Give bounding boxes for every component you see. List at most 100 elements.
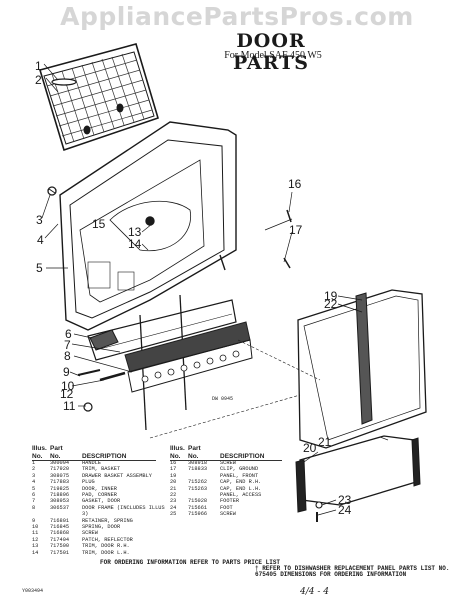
callout-20: 20 [303,441,317,455]
illus-number: 11 [32,530,39,537]
callout-15: 15 [92,217,106,231]
illus-number: 9 [32,517,36,524]
header-illus: Illus. [32,445,47,452]
callout-6: 6 [65,327,72,341]
illus-number: 5 [32,485,36,492]
table-header: Illus.Part [170,445,308,453]
ordering-footer: FOR ORDERING INFORMATION REFER TO PARTS … [100,559,281,566]
illus-number: 24 [170,504,177,511]
table-row: 9 716801 RETAINER, SPRING [32,518,170,524]
illus-number: 23 [170,498,177,505]
callout-7: 7 [64,338,71,352]
table-row: 17 718833 CLIP, GROUND [170,466,308,472]
table-row: 2 717920 TRIM, BASKET [32,466,170,472]
illus-number: 21 [170,485,177,492]
callout-12: 12 [60,387,74,401]
corner-pad [89,329,119,351]
table-row: 12 717404 PATCH, REFLECTOR [32,537,170,543]
header-illus: Illus. [170,445,185,452]
part-description: TRIM, BASKET [82,466,121,473]
table-header-2: No.No.DESCRIPTION [32,453,170,461]
access-panel [295,435,421,513]
illus-number: 10 [32,524,39,531]
part-number: 306537 [50,504,70,511]
page-code: Y003494 [22,588,44,594]
part-number: 715966 [188,511,208,518]
callout-17: 17 [289,223,303,237]
callout-5: 5 [36,261,43,275]
table-row: 19 PANEL, FRONT [170,473,308,479]
part-number: 716801 [50,517,70,524]
illus-number: 19 [170,472,177,479]
part-description: CLIP, GROUND [220,466,259,473]
illus-number: 16 [170,460,177,466]
part-description: PAD, CORNER [82,492,117,499]
table-header: Illus.Part [32,445,170,453]
part-number: 715028 [188,498,208,505]
part-number: 308075 [50,472,70,479]
door-frame [59,121,237,431]
part-number: 719825 [50,485,70,492]
illus-number: 22 [170,492,177,499]
part-description: CAP, END R.H. [220,479,262,486]
callout-8: 8 [64,349,71,363]
part-description: TRIM, DOOR R.H. [82,543,130,550]
part-description: GASKET, DOOR [82,498,121,505]
watermark-text: AppliancePartsPros.com [60,2,414,31]
part-number: 300094 [50,460,70,466]
illus-number: 13 [32,543,39,550]
illus-number: 6 [32,492,36,499]
front-panel [297,289,427,449]
part-description: CAP, END L.H. [220,485,262,492]
part-number: 717920 [50,466,70,473]
illus-number: 14 [32,549,39,556]
part-description: PLUG [82,479,95,486]
part-description: SCREW [82,530,98,537]
door-gasket [87,299,253,393]
part-number: 716845 [50,524,70,531]
header-part-no: No. [50,452,61,460]
illus-number: 25 [170,511,177,518]
model-subtitle: For Model SAF 450 W5 [224,50,322,61]
part-description: RETAINER, SPRING [82,517,133,524]
drawing-code: DW 0945 [212,396,234,402]
callout-22: 22 [324,297,338,311]
part-number: 717404 [50,536,70,543]
basket-assembly [38,43,159,152]
table-divider [170,460,282,461]
part-description: SCREW [220,460,236,466]
part-number: 717883 [50,479,70,486]
illus-number: 7 [32,498,36,505]
table-row: 6 718896 PAD, CORNER [32,492,170,498]
callout-19: 19 [324,289,338,303]
illus-number: 12 [32,536,39,543]
illus-number: 1 [32,460,36,466]
illus-number: 17 [170,466,177,473]
callout-23: 23 [338,493,352,507]
part-description: PATCH, REFLECTOR [82,536,133,543]
table-row: 21 715263 CAP, END L.H. [170,486,308,492]
part-description: PANEL, FRONT [220,472,259,479]
callout-1: 1 [35,59,42,73]
part-number: 718896 [50,492,70,499]
illus-number: 20 [170,479,177,486]
part-description: FOOTER [220,498,240,505]
header-no: No. [170,452,181,460]
part-description: HANDLE [82,460,102,466]
callout-11: 11 [63,399,76,413]
illus-number: 2 [32,466,36,473]
header-part: Part [188,445,201,452]
callout-13: 13 [128,225,142,239]
callout-14: 14 [128,237,142,251]
illus-number: 3 [32,472,36,479]
part-number: 715263 [188,485,208,492]
callout-24: 24 [338,503,352,517]
part-number: 718833 [188,466,208,473]
